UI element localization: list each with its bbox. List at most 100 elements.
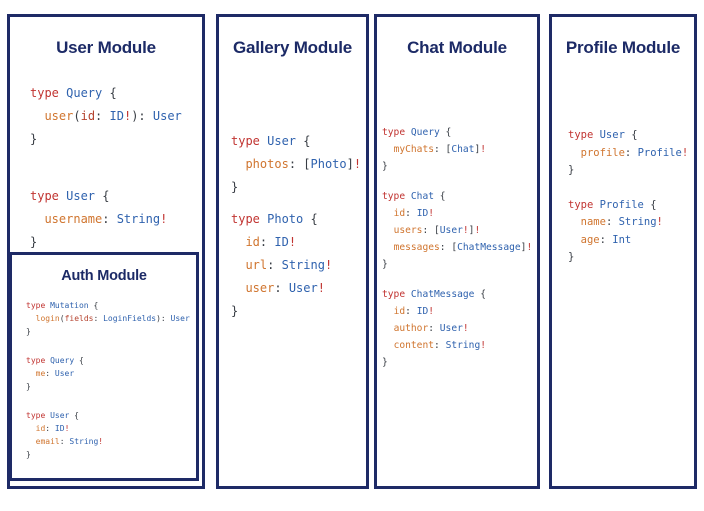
code-token: content xyxy=(393,340,434,351)
code-line: id: ID! xyxy=(382,303,537,320)
chat-module-title: Chat Module xyxy=(407,38,507,57)
code-token xyxy=(26,437,36,446)
code-token: type xyxy=(382,191,411,202)
code-token xyxy=(568,234,581,246)
code-line: type Query { xyxy=(30,82,202,105)
code-line: messages: [ChatMessage]! xyxy=(382,239,537,256)
code-token: ! xyxy=(480,144,486,155)
code-token: { xyxy=(74,356,84,365)
code-token: ! xyxy=(428,208,435,219)
code-line: id: ID! xyxy=(382,205,537,222)
code-token: : xyxy=(45,424,55,433)
code-token: ! xyxy=(656,216,663,228)
code-token xyxy=(231,281,245,295)
code-block: type User { id: ID! email: String!} xyxy=(26,409,196,461)
code-token xyxy=(382,225,394,236)
code-token: profile xyxy=(580,146,625,159)
code-token: ! xyxy=(474,225,481,236)
code-token: } xyxy=(26,327,31,336)
code-token: : [ xyxy=(422,225,440,236)
code-token: } xyxy=(26,450,31,459)
code-token: ID xyxy=(109,109,124,123)
code-token: ! xyxy=(681,146,689,159)
code-token: { xyxy=(95,189,110,203)
chat-module-box: Chat Module type Query { myChats: [Chat]… xyxy=(374,14,540,489)
code-token xyxy=(568,216,581,228)
chat-module-code: type Query { myChats: [Chat]!}type Chat … xyxy=(377,124,537,371)
code-token: { xyxy=(474,289,486,300)
code-token: ): xyxy=(131,109,153,123)
code-block: type Query { myChats: [Chat]!} xyxy=(382,124,537,175)
code-token: { xyxy=(624,129,638,141)
code-token: String xyxy=(116,212,161,226)
code-token xyxy=(30,109,44,123)
code-token: : xyxy=(45,369,55,378)
code-token: ! xyxy=(353,157,362,171)
code-token: ID xyxy=(416,208,429,219)
code-token: username xyxy=(44,212,103,226)
code-token xyxy=(382,340,394,351)
code-token xyxy=(30,212,44,226)
code-token xyxy=(231,235,245,249)
code-line: type User { xyxy=(568,127,694,145)
code-token: ! xyxy=(288,235,297,249)
code-token: ! xyxy=(160,212,168,226)
code-token: : xyxy=(605,216,619,228)
code-token: String xyxy=(281,258,325,272)
code-token: ! xyxy=(317,281,325,295)
code-token: ID xyxy=(274,235,289,249)
code-block: type Profile { name: String! age: Int} xyxy=(568,197,694,267)
code-block: type User { photos: [Photo]!} xyxy=(231,130,366,199)
code-line: type Mutation { xyxy=(26,299,196,312)
code-token: type xyxy=(568,198,600,211)
code-block: type User { username: String!} xyxy=(30,185,202,254)
code-line: type User { xyxy=(231,130,366,153)
code-token: id xyxy=(393,306,406,317)
code-token: me xyxy=(35,369,46,378)
code-token: : xyxy=(624,146,638,159)
code-token: Chat xyxy=(451,144,475,155)
code-token: ! xyxy=(64,424,70,433)
code-token: } xyxy=(30,132,38,146)
code-line: } xyxy=(382,256,537,273)
code-token: user xyxy=(245,281,275,295)
code-token: { xyxy=(88,301,99,310)
code-block: type Photo { id: ID! url: String! user: … xyxy=(231,208,366,323)
code-line: } xyxy=(30,231,202,254)
code-token: : [ xyxy=(288,157,311,171)
code-token: User xyxy=(50,411,70,420)
code-token: { xyxy=(439,127,452,138)
code-token: ] xyxy=(474,144,481,155)
code-line: } xyxy=(568,249,694,267)
code-token: ! xyxy=(526,242,533,253)
code-token: } xyxy=(231,304,239,318)
code-token: Photo xyxy=(310,157,347,171)
code-token: fields xyxy=(64,314,94,323)
code-token xyxy=(382,208,394,219)
code-token: ID xyxy=(416,306,429,317)
code-line: } xyxy=(231,176,366,199)
code-token: } xyxy=(26,382,31,391)
code-token: Mutation xyxy=(50,301,89,310)
code-token: id xyxy=(245,235,260,249)
code-token: login xyxy=(35,314,60,323)
auth-module-code: type Mutation { login(fields: LoginField… xyxy=(12,299,196,461)
profile-module-code: type User { profile: Profile!}type Profi… xyxy=(552,127,694,267)
code-token: String xyxy=(618,216,657,228)
profile-module-title: Profile Module xyxy=(565,38,681,57)
code-token: Profile xyxy=(637,146,682,159)
code-line: url: String! xyxy=(231,254,366,277)
code-token: id xyxy=(393,208,406,219)
code-line: } xyxy=(231,300,366,323)
code-token: type xyxy=(26,301,51,310)
code-line: profile: Profile! xyxy=(568,145,694,163)
code-token: User xyxy=(267,134,297,148)
code-line: type User { xyxy=(30,185,202,208)
code-token: String xyxy=(69,437,99,446)
code-line: type Query { xyxy=(382,124,537,141)
code-token: Int xyxy=(612,233,632,246)
code-token: : xyxy=(434,340,446,351)
code-token: ] xyxy=(520,242,527,253)
code-token: ): xyxy=(156,314,171,323)
code-block: type Query { user(id: ID!): User} xyxy=(30,82,202,151)
